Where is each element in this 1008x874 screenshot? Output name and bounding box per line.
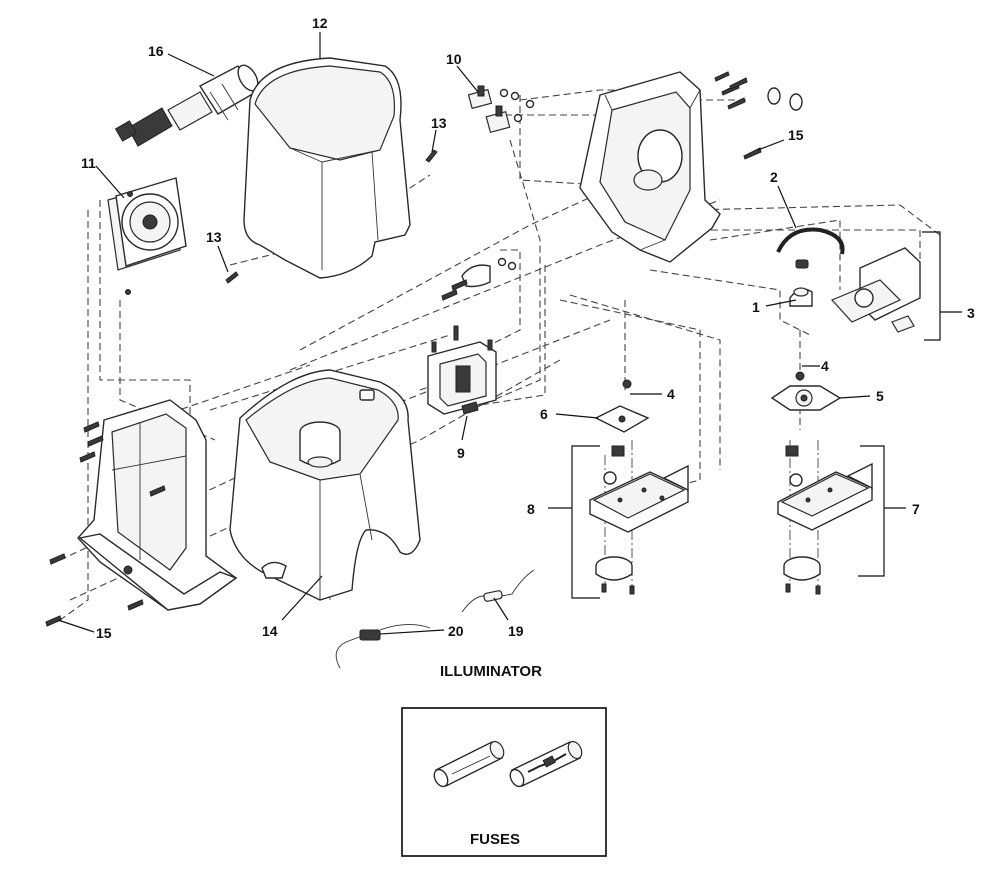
lower-frame-screws bbox=[49, 421, 166, 611]
callout-15-lower: 15 bbox=[96, 625, 112, 641]
part-7-board-assembly bbox=[777, 445, 873, 595]
part-2-cable bbox=[776, 227, 845, 269]
callout-15-upper: 15 bbox=[788, 127, 804, 143]
part-11-fan bbox=[107, 177, 187, 295]
part-17-glass-fuse bbox=[433, 740, 505, 788]
part-19-wire bbox=[461, 569, 535, 613]
callout-8: 8 bbox=[527, 501, 535, 517]
callout-13-lower: 13 bbox=[206, 229, 222, 245]
callout-7: 7 bbox=[912, 501, 920, 517]
callout-4-left: 4 bbox=[667, 386, 675, 402]
callout-10: 10 bbox=[446, 51, 462, 67]
part-16-quick-connector bbox=[114, 64, 259, 147]
part-10-switches bbox=[467, 85, 535, 134]
callout-11: 11 bbox=[81, 155, 96, 171]
callout-2: 2 bbox=[770, 169, 778, 185]
callout-13-upper: 13 bbox=[431, 115, 447, 131]
callout-3: 3 bbox=[967, 305, 975, 321]
part-4-nut-right bbox=[795, 371, 805, 381]
callout-numbers: 1 2 3 4 4 5 6 7 8 9 10 11 12 13 13 14 15… bbox=[81, 15, 975, 811]
part-1-lamp bbox=[789, 287, 813, 307]
cable-clamp bbox=[441, 257, 517, 301]
callout-5: 5 bbox=[876, 388, 884, 404]
part-5-star-gear bbox=[770, 385, 842, 411]
callout-20: 20 bbox=[448, 623, 464, 639]
part-4-nut-left bbox=[622, 379, 632, 389]
part-3-bracket bbox=[830, 247, 921, 333]
part-18-slow-blow-fuse bbox=[509, 740, 583, 788]
screw-13-upper bbox=[425, 149, 438, 163]
leader-lines bbox=[57, 32, 962, 791]
callout-4-right: 4 bbox=[821, 358, 829, 374]
callout-9: 9 bbox=[457, 445, 465, 461]
callout-16: 16 bbox=[148, 43, 164, 59]
callout-14: 14 bbox=[262, 623, 278, 639]
part-6-washer bbox=[594, 405, 650, 433]
part-9-transformer bbox=[427, 325, 497, 415]
screw-15-lower bbox=[45, 615, 62, 627]
callout-12: 12 bbox=[312, 15, 328, 31]
part-8-board-assembly bbox=[589, 445, 689, 595]
upper-right-screws bbox=[714, 71, 803, 111]
upper-motor-frame bbox=[579, 71, 721, 263]
callout-6: 6 bbox=[540, 406, 548, 422]
screw-13-lower bbox=[225, 271, 239, 284]
lower-motor-frame bbox=[77, 399, 238, 611]
fuses-caption: FUSES bbox=[470, 831, 520, 848]
fuses-box: FUSES bbox=[401, 707, 607, 857]
part-20-wire bbox=[335, 624, 431, 669]
part-12-top-cover bbox=[243, 57, 411, 279]
callout-19: 19 bbox=[508, 623, 524, 639]
callout-1: 1 bbox=[752, 299, 760, 315]
part-14-lower-housing bbox=[229, 369, 421, 601]
screw-15-upper bbox=[743, 147, 762, 160]
illuminator-caption: ILLUMINATOR bbox=[440, 663, 542, 680]
